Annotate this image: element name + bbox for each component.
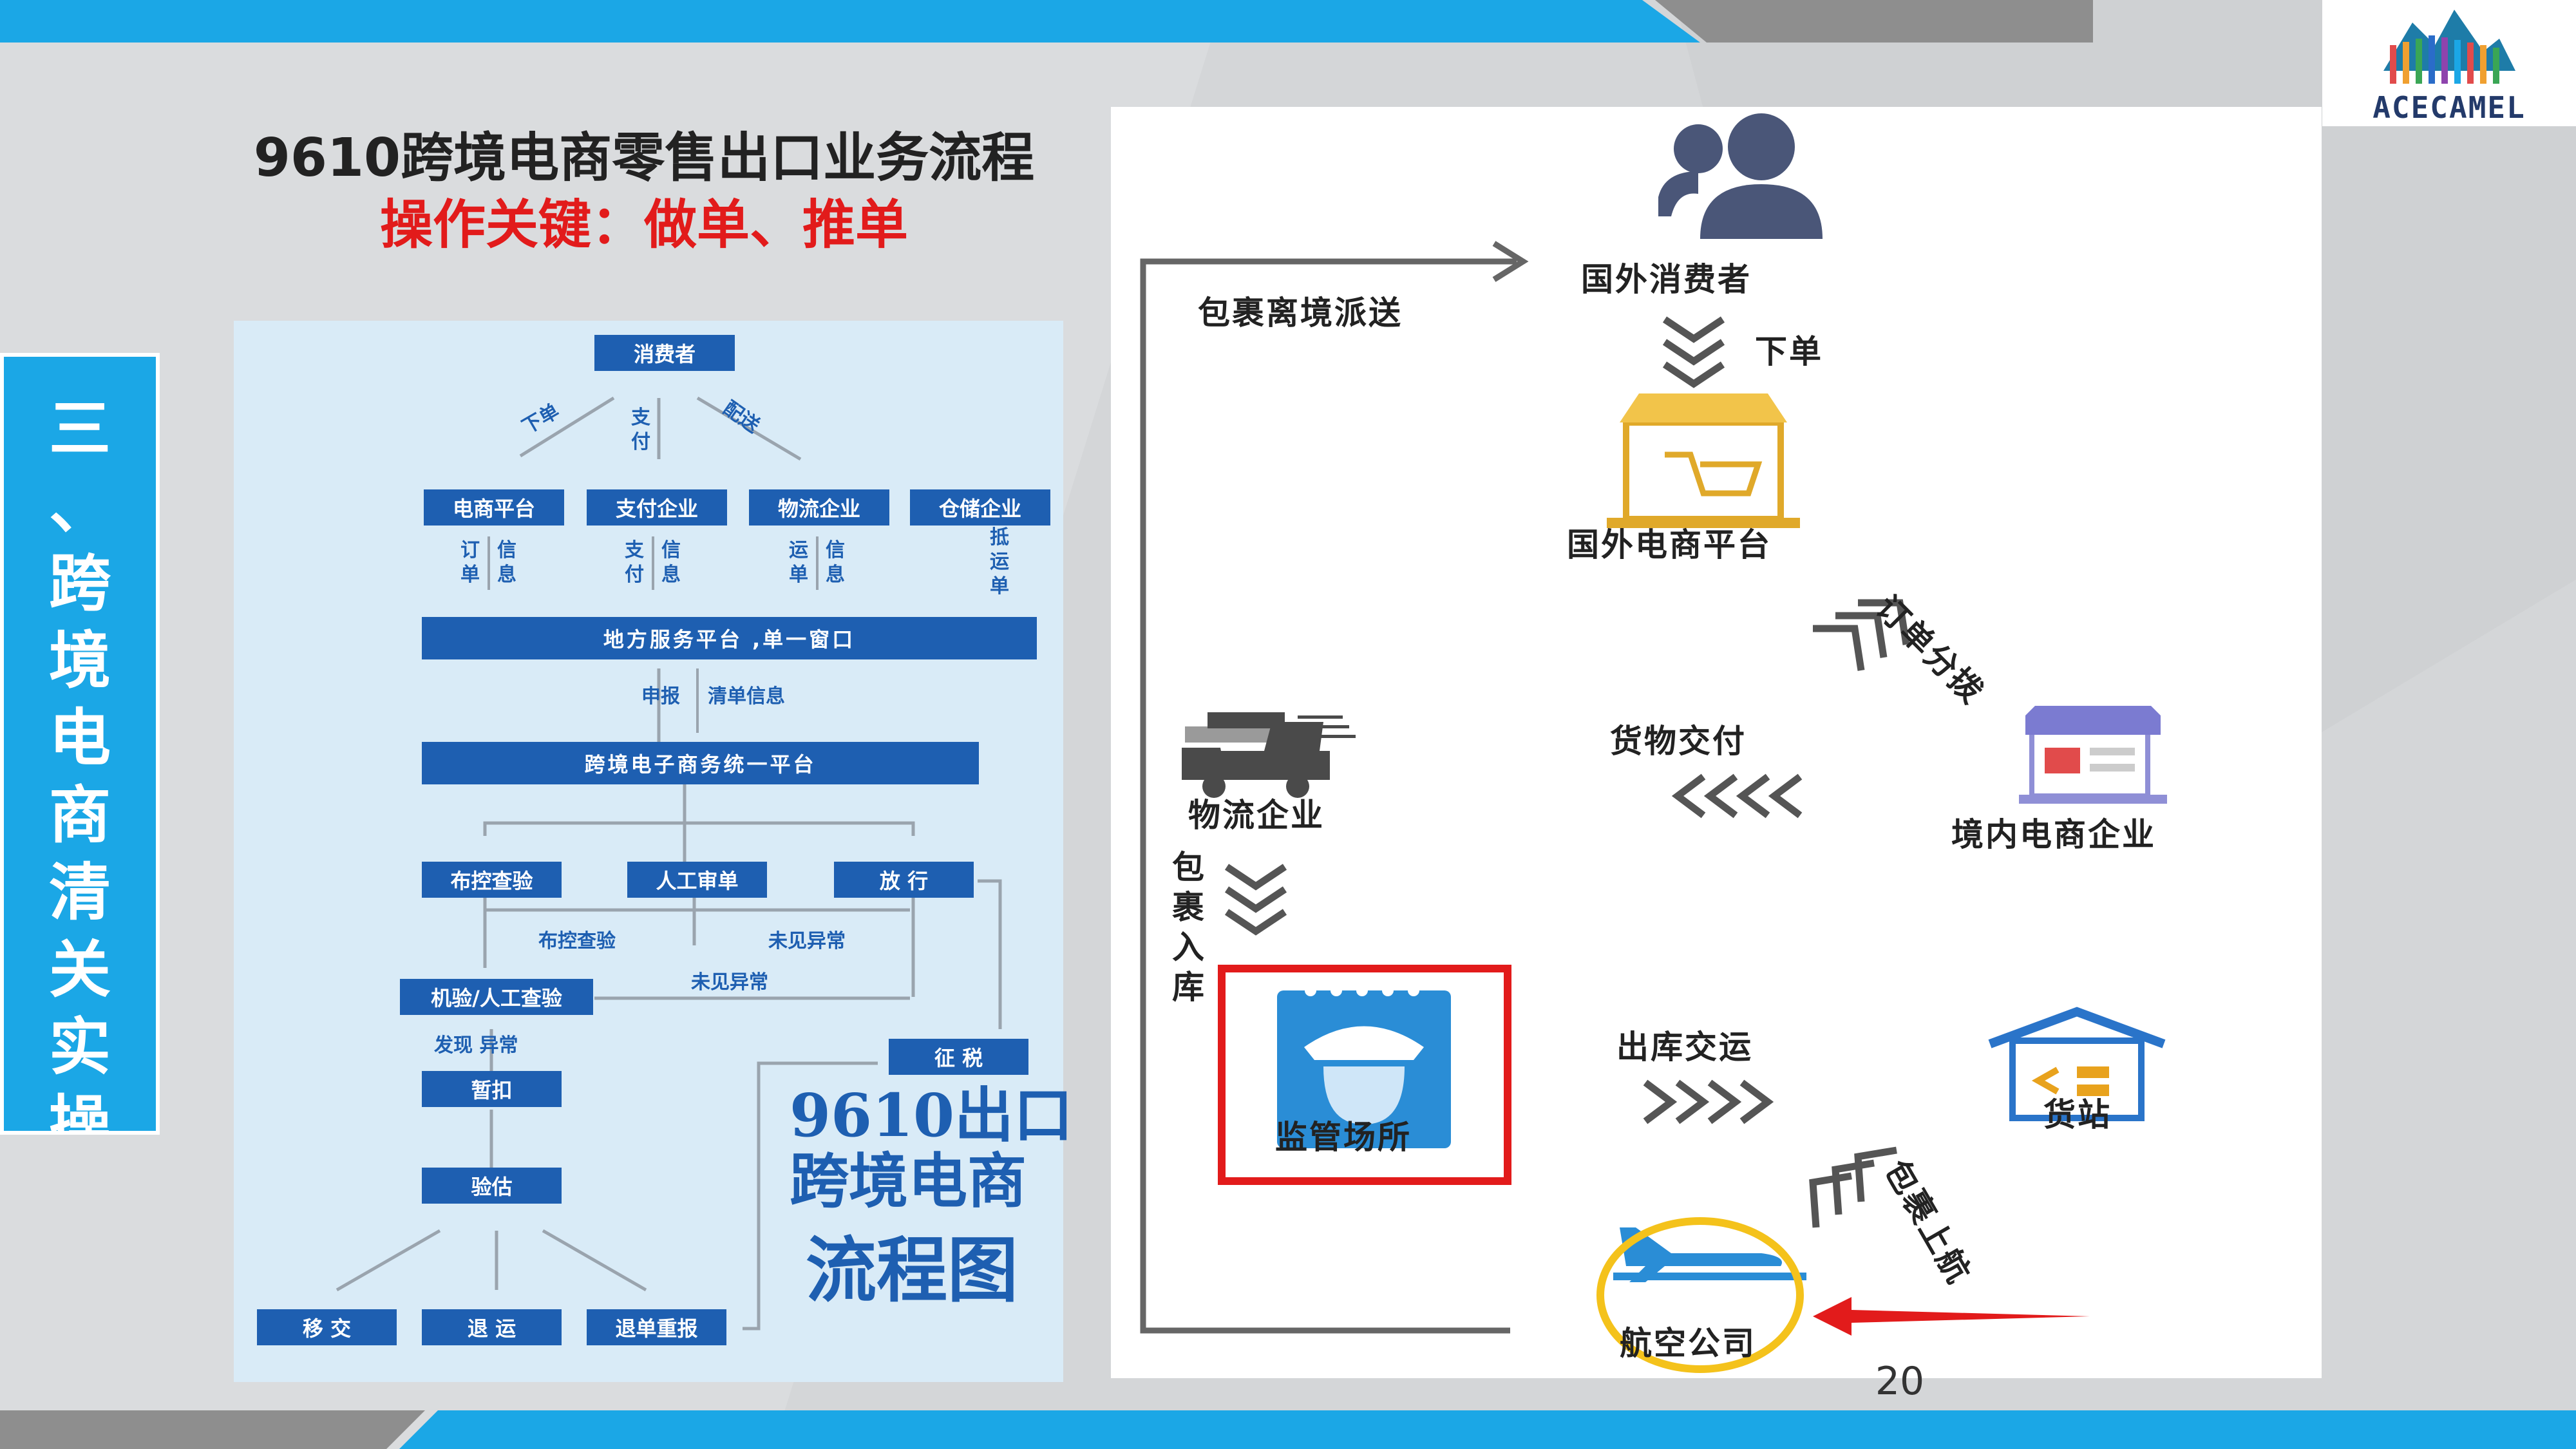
node-tax: 征 税 bbox=[889, 1039, 1028, 1075]
page-number: 20 bbox=[1875, 1359, 1925, 1404]
label-logistics: 物流企业 bbox=[1188, 797, 1325, 834]
label-pay: 支 付 bbox=[631, 406, 650, 453]
label-arrival-bill: 抵 运 单 bbox=[990, 526, 1009, 598]
label-overseas-delivery: 包裹离境派送 bbox=[1198, 294, 1403, 332]
node-local-platform: 地方服务平台 ,单一窗口 bbox=[422, 617, 1037, 659]
cargo-station-icon bbox=[1988, 1007, 2166, 1121]
label-domestic-enterprise: 境内电商企业 bbox=[1951, 816, 2156, 853]
storefront-icon bbox=[2019, 706, 2167, 804]
section-tab: 三 、 跨 境 电 商 清 关 实 操 bbox=[0, 353, 160, 1135]
node-ecommerce: 电商平台 bbox=[424, 489, 564, 526]
declare-divider bbox=[696, 668, 699, 733]
label-declare: 申报 bbox=[641, 685, 680, 708]
node-unified-platform: 跨境电子商务统一平台 bbox=[422, 742, 979, 784]
node-warehouse: 仓储企业 bbox=[910, 489, 1050, 526]
logo-text: ACECAMEL bbox=[2372, 90, 2526, 125]
label-order: 下单 bbox=[1755, 333, 1823, 370]
label-order-info-a: 订 单 bbox=[460, 539, 480, 586]
shop-cart-icon bbox=[1607, 393, 1800, 528]
customs-officer-icon bbox=[1277, 985, 1451, 1148]
node-machine-inspect: 机验/人工查验 bbox=[400, 979, 593, 1015]
flowchart-big-title-3: 流程图 bbox=[806, 1229, 1018, 1312]
label-into-warehouse: 包 裹 入 库 bbox=[1172, 849, 1204, 1006]
process-graphics bbox=[1140, 113, 2167, 1373]
node-payment: 支付企业 bbox=[587, 489, 727, 526]
node-control-inspect: 布控查验 bbox=[422, 862, 562, 898]
label-foreign-consumer: 国外消费者 bbox=[1581, 261, 1752, 298]
label-ship-info-b: 信 息 bbox=[826, 539, 845, 586]
node-redeclare: 退单重报 bbox=[587, 1309, 726, 1345]
node-manual-review: 人工审单 bbox=[627, 862, 767, 898]
label-no-abnormal-2: 未见异常 bbox=[691, 971, 768, 994]
company-logo: ACECAMEL bbox=[2322, 0, 2576, 126]
flowchart-connectors bbox=[336, 396, 1002, 1331]
flowchart-big-title-2: 跨境电商 bbox=[790, 1146, 1027, 1216]
truck-icon bbox=[1182, 712, 1356, 798]
label-order-info-b: 信 息 bbox=[497, 539, 516, 586]
label-pay-info-a: 支 付 bbox=[625, 539, 644, 586]
node-logistics: 物流企业 bbox=[749, 489, 889, 526]
node-return: 退 运 bbox=[422, 1309, 562, 1345]
slide-subtitle: 操作关键：做单、推单 bbox=[379, 194, 908, 256]
label-cargo-station: 货站 bbox=[2043, 1096, 2112, 1133]
customs-flowchart: 消费者 下单 支 付 配送 电商平台 支付企业 物流企业 仓储企业 订 单 信 … bbox=[234, 321, 1073, 1382]
label-list-info: 清单信息 bbox=[708, 685, 785, 708]
label-foreign-platform: 国外电商平台 bbox=[1567, 526, 1772, 564]
node-release: 放 行 bbox=[834, 862, 974, 898]
label-goods-delivery: 货物交付 bbox=[1610, 723, 1747, 760]
label-control-inspect: 布控查验 bbox=[538, 930, 616, 952]
slide-title: 9610跨境电商零售出口业务流程 bbox=[253, 128, 1035, 189]
node-detain: 暂扣 bbox=[422, 1071, 562, 1107]
airplane-icon bbox=[1613, 1227, 1806, 1282]
label-found-abnormal: 发现 异常 bbox=[434, 1034, 518, 1057]
label-outbound: 出库交运 bbox=[1616, 1028, 1753, 1066]
label-pay-info-b: 信 息 bbox=[661, 539, 681, 586]
consumer-icon bbox=[1658, 113, 1823, 239]
node-transfer: 移 交 bbox=[257, 1309, 397, 1345]
section-tab-label: 三 、 跨 境 电 商 清 关 实 操 bbox=[49, 393, 111, 1135]
camel-logo-icon bbox=[2383, 10, 2515, 84]
label-no-abnormal-1: 未见异常 bbox=[768, 930, 846, 952]
node-consumer: 消费者 bbox=[594, 335, 735, 371]
label-airline: 航空公司 bbox=[1620, 1325, 1756, 1362]
label-ship-info-a: 运 单 bbox=[789, 539, 808, 586]
flowchart-big-title-1: 9610出口 bbox=[790, 1081, 1074, 1150]
process-diagram: 国外消费者 下单 国外电商平台 订单分拨 货物交付 境内电商企业 物流企业 包 … bbox=[1111, 107, 2322, 1378]
info-dividers bbox=[488, 536, 819, 590]
node-appraise: 验估 bbox=[422, 1168, 562, 1204]
label-supervision: 监管场所 bbox=[1275, 1119, 1412, 1156]
